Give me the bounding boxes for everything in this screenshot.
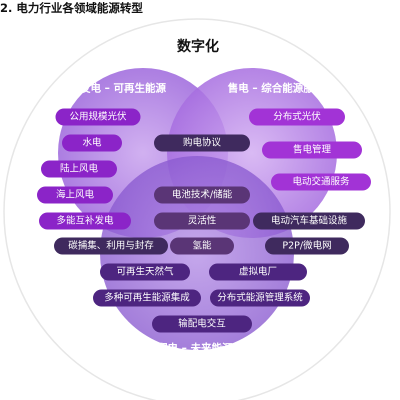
generation-title: 发电 – 可再生能源: [79, 82, 167, 95]
item-ccus: 碳捕集、利用与封存: [54, 237, 168, 255]
item-e-mobility: 电动交通服务: [271, 173, 371, 191]
section-title: 2. 电力行业各领域能源转型: [0, 1, 143, 15]
item-utility-pv: 公用规模光伏: [55, 108, 141, 126]
item-multi-energy: 多能互补发电: [39, 212, 131, 230]
item-hydro: 水电: [62, 134, 122, 152]
item-onshore-wind: 陆上风电: [41, 160, 117, 178]
digitalization-label: 数字化: [177, 39, 219, 55]
retail-title: 售电 – 综合能源服务: [227, 82, 325, 95]
item-ev-infra: 电动汽车基础设施: [253, 212, 365, 230]
item-ppa: 购电协议: [154, 134, 250, 152]
item-distributed-pv: 分布式光伏: [249, 108, 345, 126]
item-virtual-power-plant: 虚拟电厂: [209, 263, 307, 281]
item-offshore-wind: 海上风电: [37, 186, 113, 204]
item-multi-renewable-integration: 多种可再生能源集成: [93, 289, 201, 307]
item-battery-storage: 电池技术/储能: [154, 186, 250, 204]
grid-title: 输配电 – 未来能源网络: [146, 342, 254, 355]
item-flexibility: 灵活性: [154, 212, 250, 230]
item-derms: 分布式能源管理系统: [210, 289, 310, 307]
item-retail-mgmt: 售电管理: [262, 141, 362, 159]
item-td-interaction: 输配电交互: [152, 315, 252, 333]
item-renewable-gas: 可再生天然气: [100, 263, 190, 281]
item-p2p-microgrid: P2P/微电网: [265, 237, 349, 255]
item-hydrogen: 氢能: [170, 237, 234, 255]
